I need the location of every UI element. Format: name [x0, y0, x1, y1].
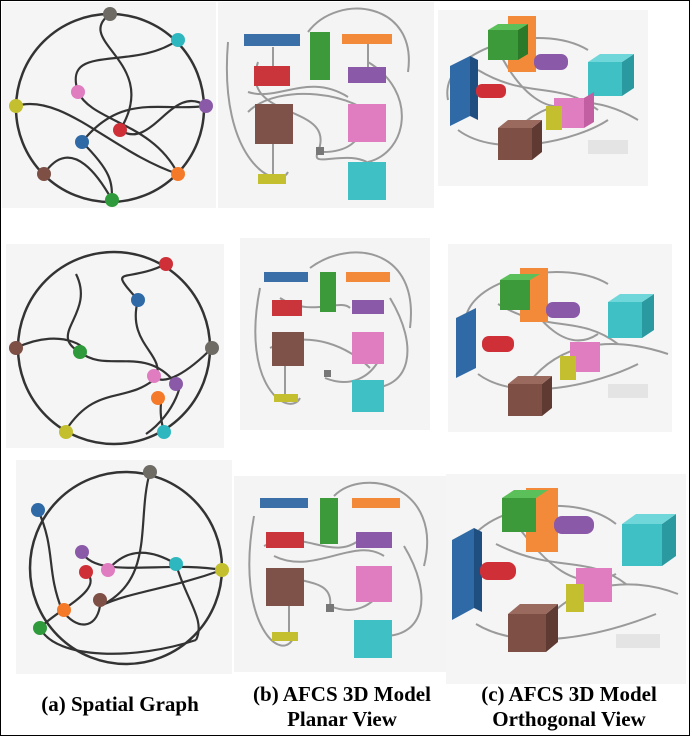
node-purple	[199, 99, 213, 113]
node-blue	[31, 503, 45, 517]
node-purple	[75, 545, 89, 559]
planar-view-row1	[218, 2, 434, 208]
node-orange	[171, 167, 185, 181]
spatial-graph-row2	[6, 244, 224, 448]
node-olive	[59, 425, 73, 439]
node-brown	[37, 167, 51, 181]
planar-view-row3	[234, 476, 446, 672]
node-brown	[9, 341, 23, 355]
node-pink	[147, 369, 161, 383]
node-purple	[169, 377, 183, 391]
node-red	[159, 257, 173, 271]
node-pink	[71, 85, 85, 99]
node-olive	[9, 99, 23, 113]
orthogonal-view-row3	[446, 474, 686, 684]
spatial-graph-row3	[16, 460, 232, 674]
node-blue	[131, 293, 145, 307]
node-blue	[75, 135, 89, 149]
node-cyan	[171, 33, 185, 47]
orthogonal-view-row2	[448, 244, 672, 432]
spatial-graph-row1	[2, 2, 216, 208]
node-green	[105, 193, 119, 207]
orthogonal-view-row1	[438, 10, 648, 186]
caption-c: (c) AFCS 3D Model Orthogonal View	[452, 682, 686, 732]
node-gray	[205, 341, 219, 355]
node-gray	[103, 7, 117, 21]
node-red	[79, 565, 93, 579]
caption-c-line1: (c) AFCS 3D Model	[481, 682, 657, 706]
caption-c-line2: Orthogonal View	[492, 707, 646, 731]
node-olive	[215, 563, 229, 577]
node-cyan	[169, 557, 183, 571]
node-red	[113, 123, 127, 137]
node-cyan	[157, 425, 171, 439]
node-orange	[151, 391, 165, 405]
node-pink	[101, 563, 115, 577]
node-green	[73, 345, 87, 359]
caption-a: (a) Spatial Graph	[0, 692, 240, 717]
caption-b-line1: (b) AFCS 3D Model	[253, 682, 431, 706]
node-gray	[143, 465, 157, 479]
planar-view-row2	[240, 238, 430, 430]
node-brown	[93, 593, 107, 607]
node-orange	[57, 603, 71, 617]
node-green	[33, 621, 47, 635]
caption-b: (b) AFCS 3D Model Planar View	[236, 682, 448, 732]
caption-b-line2: Planar View	[287, 707, 397, 731]
caption-a-line1: (a) Spatial Graph	[41, 692, 199, 716]
